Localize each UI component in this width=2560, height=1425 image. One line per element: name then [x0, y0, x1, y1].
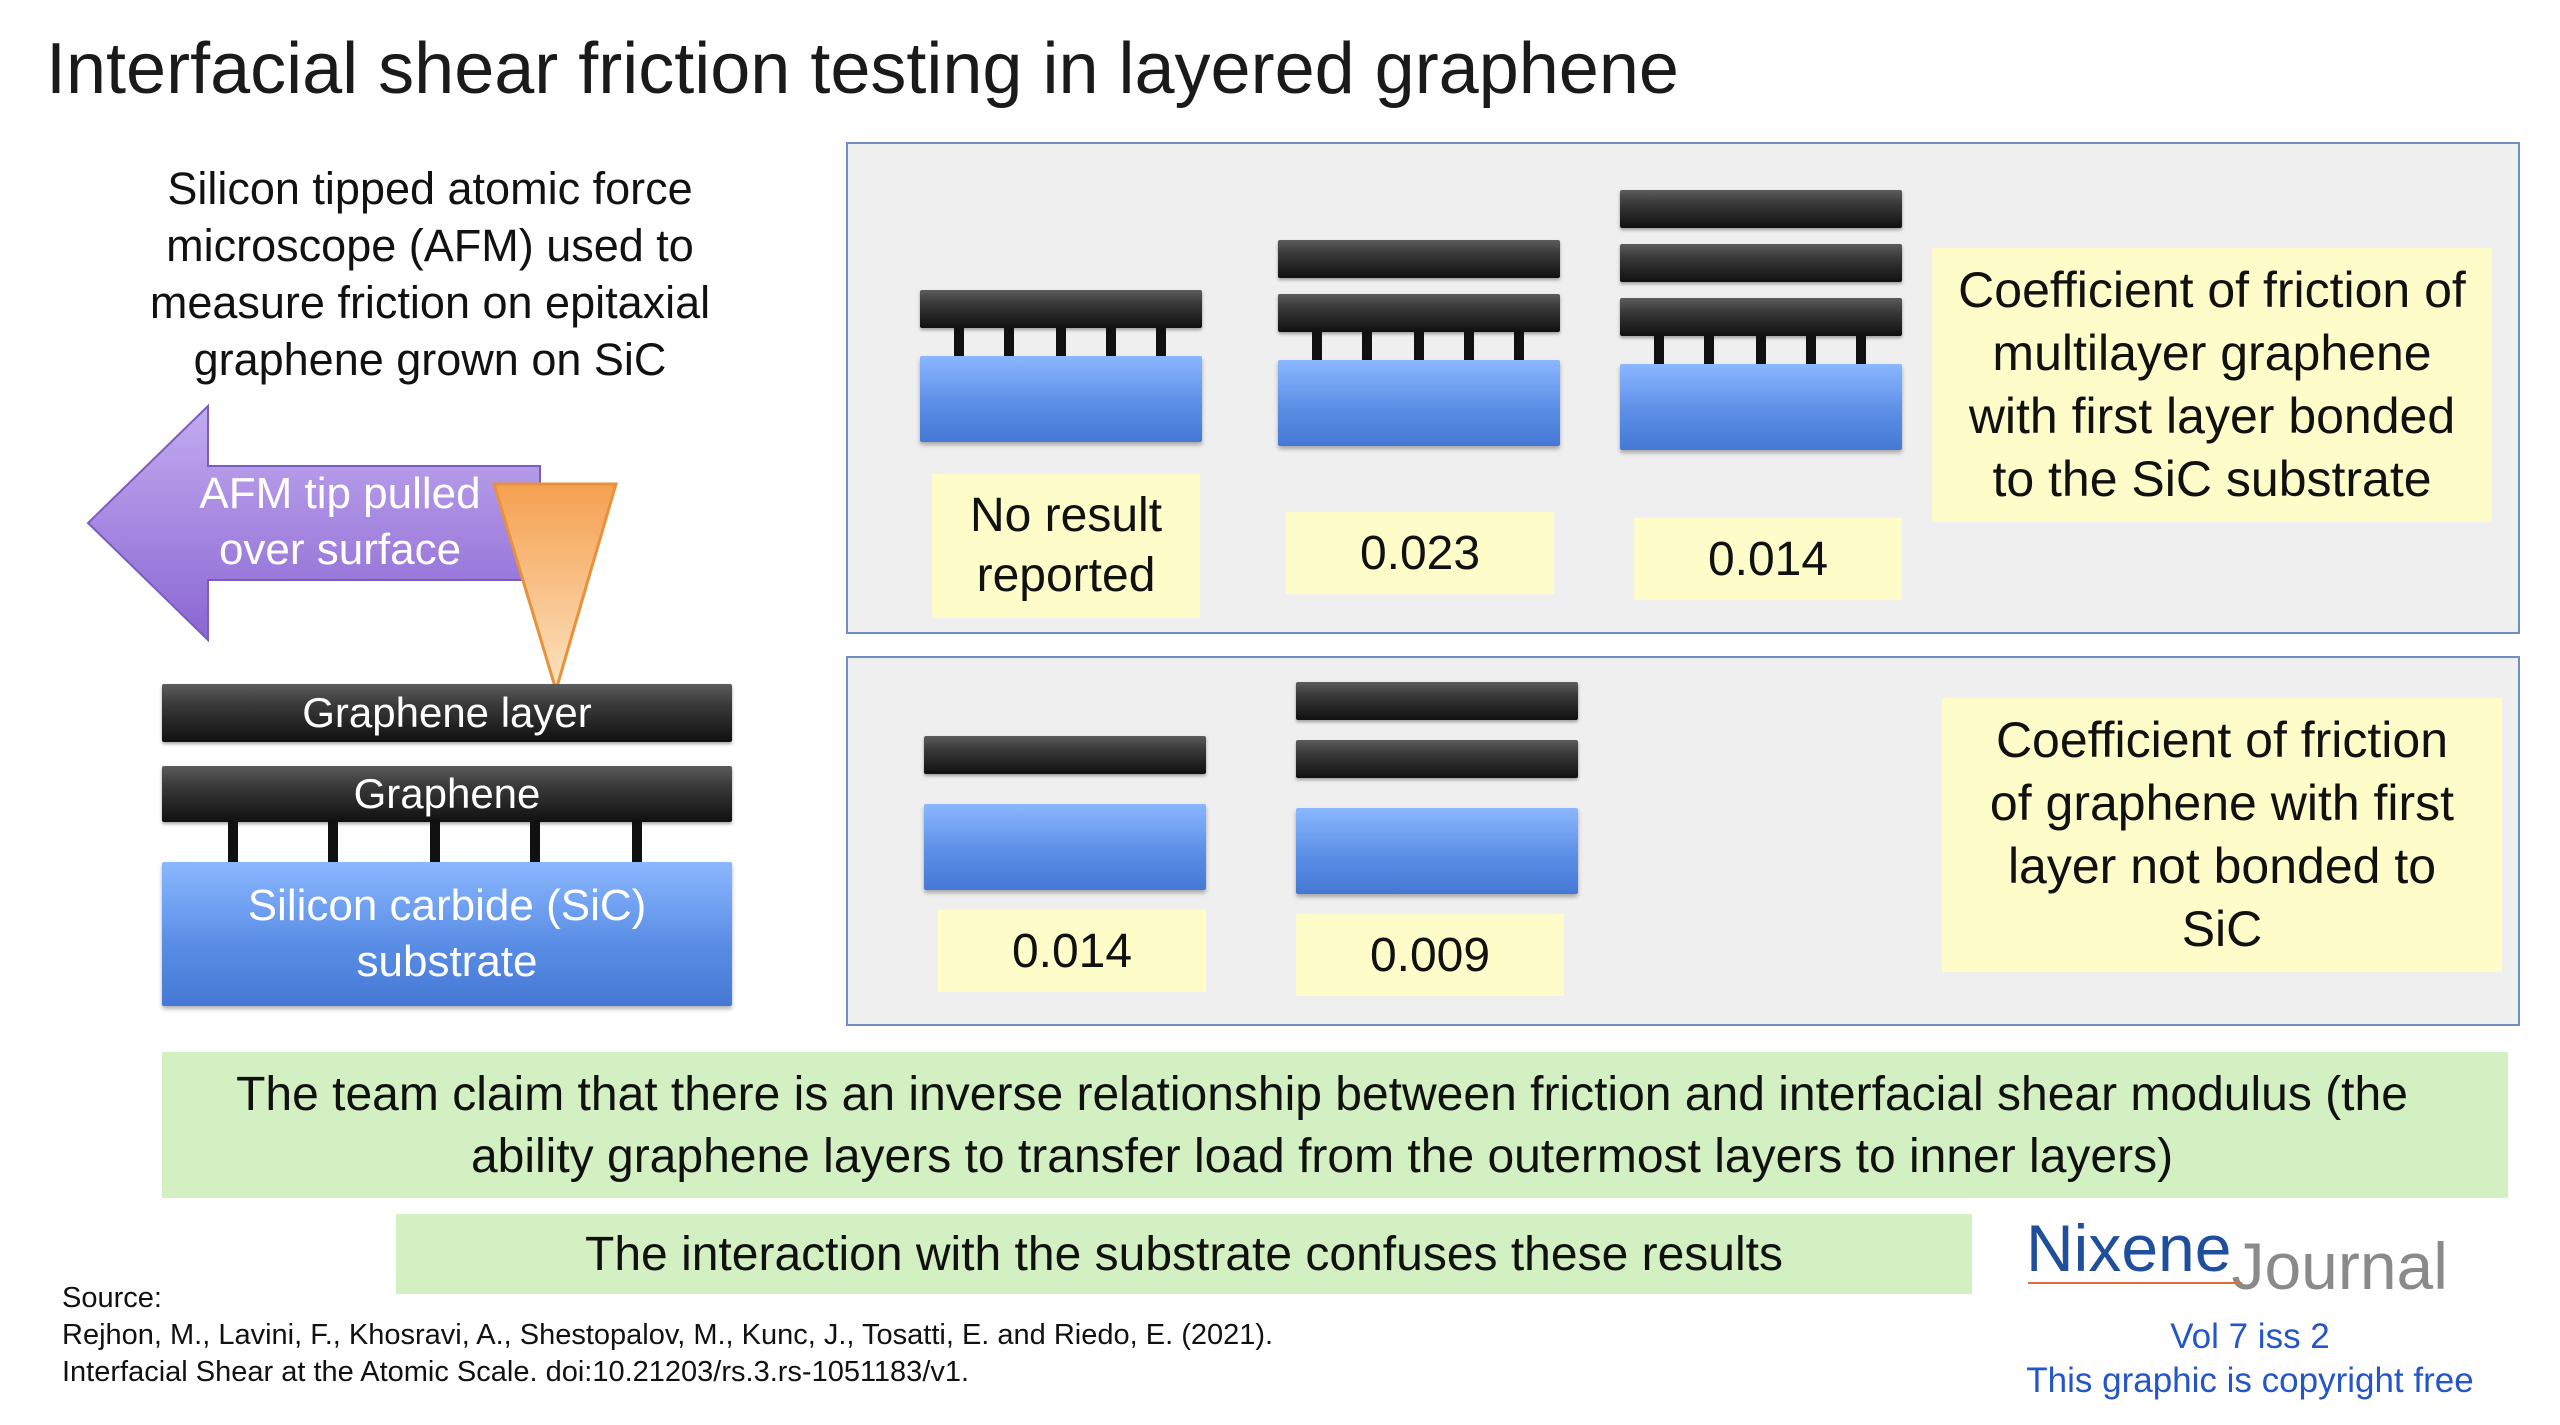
- bond-line: [632, 822, 642, 862]
- sic-substrate: [1620, 364, 1902, 450]
- unbonded-note: Coefficient of friction of graphene with…: [1942, 698, 2502, 972]
- graphene-layer: [924, 736, 1206, 774]
- copyright-label: This graphic is copyright free: [2026, 1361, 2474, 1400]
- result-box: 0.014: [938, 910, 1206, 992]
- source-line-2: Interfacial Shear at the Atomic Scale. d…: [62, 1356, 970, 1388]
- graphene-layer: [1620, 244, 1902, 282]
- page-title: Interfacial shear friction testing in la…: [46, 29, 1679, 109]
- result-value: No result reported: [969, 489, 1163, 602]
- graphene-layer: [1620, 298, 1902, 336]
- bond-line: [1704, 336, 1714, 364]
- caveat-text: The interaction with the substrate confu…: [585, 1227, 1783, 1281]
- logo-underline: [2028, 1282, 2242, 1284]
- result-value: 0.009: [1369, 928, 1491, 982]
- graphene-layer-top: Graphene layer: [162, 684, 732, 742]
- bond-line: [1056, 328, 1066, 356]
- result-box: 0.014: [1634, 518, 1902, 600]
- bond-line: [328, 822, 338, 862]
- bond-line: [1414, 332, 1424, 360]
- bond-line: [1654, 336, 1664, 364]
- bond-line: [1362, 332, 1372, 360]
- result-value: 0.014: [1707, 532, 1829, 586]
- source-line-1: Rejhon, M., Lavini, F., Khosravi, A., Sh…: [62, 1319, 1274, 1351]
- result-value: 0.023: [1359, 526, 1481, 580]
- claim-text: The team claim that there is an inverse …: [236, 1068, 2408, 1183]
- afm-arrow-label: AFM tip pulled over surface: [199, 469, 481, 574]
- sic-substrate: [1278, 360, 1560, 446]
- sic-substrate: [920, 356, 1202, 442]
- bond-line: [1312, 332, 1322, 360]
- bonded-note: Coefficient of friction of multilayer gr…: [1932, 248, 2492, 522]
- graphene-layer: [1296, 740, 1578, 778]
- bond-line: [1514, 332, 1524, 360]
- sic-substrate: [924, 804, 1206, 890]
- claim-box: The team claim that there is an inverse …: [162, 1052, 2508, 1198]
- sic-substrate-label: Silicon carbide (SiC) substrate: [247, 881, 647, 986]
- afm-tip-icon: [491, 482, 618, 694]
- caveat-box: The interaction with the substrate confu…: [396, 1214, 1972, 1294]
- logo-journal: Journal: [2231, 1229, 2448, 1303]
- result-value: 0.014: [1011, 924, 1133, 978]
- graphene-layer: [920, 290, 1202, 328]
- logo-nixene: Nixene: [2026, 1211, 2232, 1285]
- graphene-layer: [1296, 682, 1578, 720]
- intro-text: Silicon tipped atomic force microscope (…: [149, 163, 711, 385]
- source-citation: Source: Rejhon, M., Lavini, F., Khosravi…: [62, 1280, 1562, 1391]
- bond-line: [1106, 328, 1116, 356]
- bond-line: [1856, 336, 1866, 364]
- bond-line: [530, 822, 540, 862]
- graphene-layer: [1278, 294, 1560, 332]
- bond-line: [430, 822, 440, 862]
- source-label: Source:: [62, 1282, 162, 1314]
- graphene-layer: [1278, 240, 1560, 278]
- bond-line: [1806, 336, 1816, 364]
- bond-line: [954, 328, 964, 356]
- result-box: 0.023: [1286, 512, 1554, 594]
- bond-line: [1464, 332, 1474, 360]
- bond-line: [1756, 336, 1766, 364]
- sic-substrate: [1296, 808, 1578, 894]
- unbonded-note-text: Coefficient of friction of graphene with…: [1989, 712, 2455, 957]
- issue-label: Vol 7 iss 2: [2170, 1317, 2330, 1356]
- result-box: 0.009: [1296, 914, 1564, 996]
- bond-line: [1004, 328, 1014, 356]
- graphene-layer: [1620, 190, 1902, 228]
- sic-substrate: Silicon carbide (SiC) substrate: [162, 862, 732, 1006]
- graphene-layer-bonded: Graphene: [162, 766, 732, 822]
- result-box: No result reported: [932, 474, 1200, 618]
- bonded-note-text: Coefficient of friction of multilayer gr…: [1958, 262, 2466, 507]
- bond-line: [228, 822, 238, 862]
- nixene-journal-logo: NixeneJournal: [2026, 1210, 2486, 1303]
- bond-line: [1156, 328, 1166, 356]
